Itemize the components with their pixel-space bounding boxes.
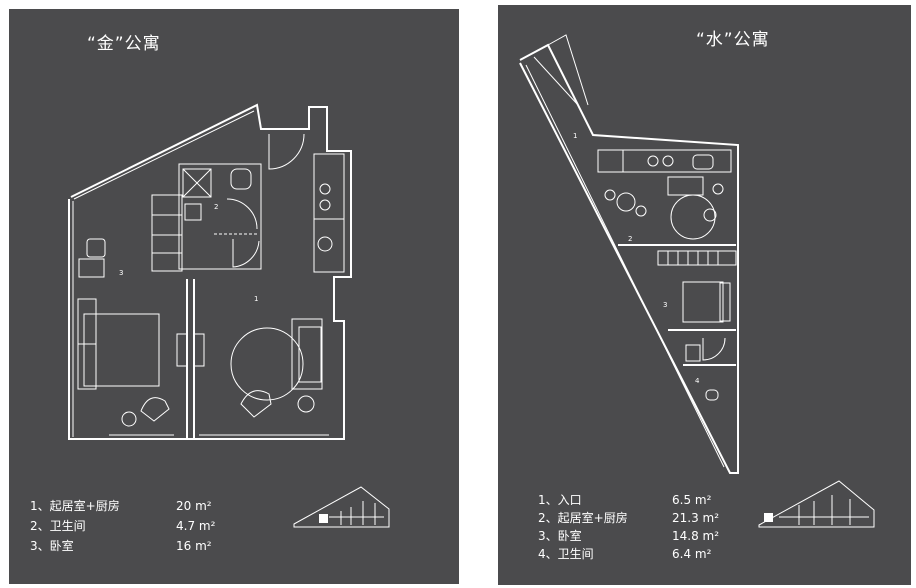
gold-apartment-panel: “金”公寓: [9, 9, 459, 584]
legend-row: 1、起居室+厨房 20 m²: [30, 496, 230, 516]
legend-row: 1、入口 6.5 m²: [538, 491, 758, 509]
legend-room-area: 6.4 m²: [672, 547, 712, 561]
gold-room-number: 3: [119, 269, 123, 277]
water-apartment-panel: “水”公寓: [498, 5, 911, 585]
gold-room-number: 1: [254, 295, 258, 303]
gold-apartment-title: “金”公寓: [87, 34, 161, 54]
legend-row: 2、卫生间 4.7 m²: [30, 516, 230, 536]
gold-room-legend: 1、起居室+厨房 20 m² 2、卫生间 4.7 m² 3、卧室 16 m²: [30, 496, 230, 556]
water-room-number: 1: [573, 132, 577, 140]
water-building-key-plan: [758, 480, 875, 528]
legend-room-area: 16 m²: [176, 539, 212, 553]
legend-row: 2、起居室+厨房 21.3 m²: [538, 509, 758, 527]
legend-room-area: 20 m²: [176, 499, 212, 513]
water-room-legend: 1、入口 6.5 m² 2、起居室+厨房 21.3 m² 3、卧室 14.8 m…: [538, 491, 758, 563]
water-apartment-title: “水”公寓: [696, 30, 770, 50]
gold-floor-plan: 1 2 3: [68, 103, 352, 440]
gold-building-key-plan: [293, 486, 390, 528]
legend-room-area: 4.7 m²: [176, 519, 216, 533]
legend-room-name: 1、起居室+厨房: [30, 499, 120, 513]
legend-room-area: 21.3 m²: [672, 511, 720, 525]
water-room-number: 2: [628, 235, 632, 243]
legend-row: 3、卧室 16 m²: [30, 536, 230, 556]
water-floor-plan: 1 2 3 4: [519, 34, 739, 474]
legend-room-name: 3、卧室: [30, 539, 74, 553]
water-room-number: 3: [663, 301, 667, 309]
legend-room-area: 14.8 m²: [672, 529, 720, 543]
legend-room-name: 4、卫生间: [538, 547, 594, 561]
legend-room-name: 2、卫生间: [30, 519, 86, 533]
legend-room-name: 2、起居室+厨房: [538, 511, 628, 525]
gold-room-number: 2: [214, 203, 218, 211]
legend-room-area: 6.5 m²: [672, 493, 712, 507]
legend-room-name: 3、卧室: [538, 529, 582, 543]
legend-room-name: 1、入口: [538, 493, 582, 507]
water-room-number: 4: [695, 377, 700, 385]
legend-row: 3、卧室 14.8 m²: [538, 527, 758, 545]
legend-row: 4、卫生间 6.4 m²: [538, 545, 758, 563]
